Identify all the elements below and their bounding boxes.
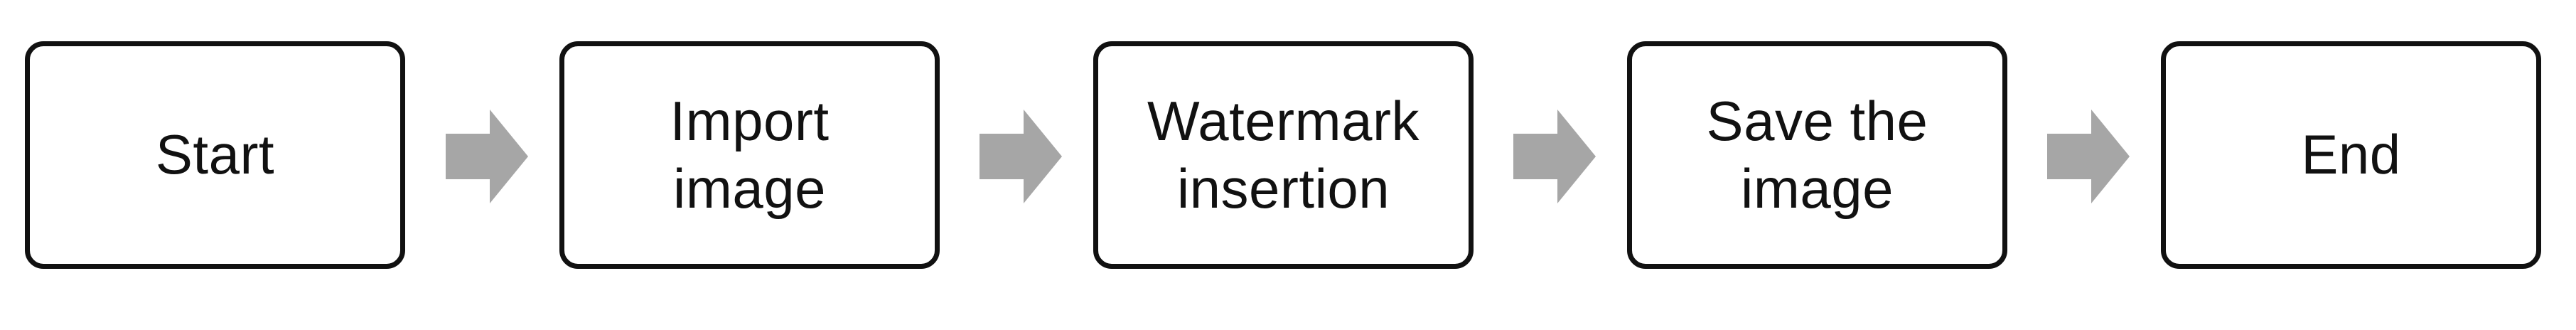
right-arrow-icon <box>980 110 1062 203</box>
right-arrow-icon <box>1513 110 1596 203</box>
step-watermark-insertion-label: Watermark insertion <box>1147 89 1420 220</box>
step-watermark-insertion-box: Watermark insertion <box>1093 41 1474 269</box>
right-arrow-icon <box>2047 110 2130 203</box>
step-save-image-label: Save the image <box>1706 89 1928 220</box>
right-arrow-icon <box>446 110 528 203</box>
step-end-label: End <box>2301 123 2401 186</box>
step-start-label: Start <box>155 123 275 186</box>
step-start-box: Start <box>25 41 405 269</box>
step-save-image-box: Save the image <box>1627 41 2007 269</box>
step-end-box: End <box>2161 41 2541 269</box>
step-import-image-box: Import image <box>559 41 940 269</box>
step-import-image-label: Import image <box>670 89 830 220</box>
